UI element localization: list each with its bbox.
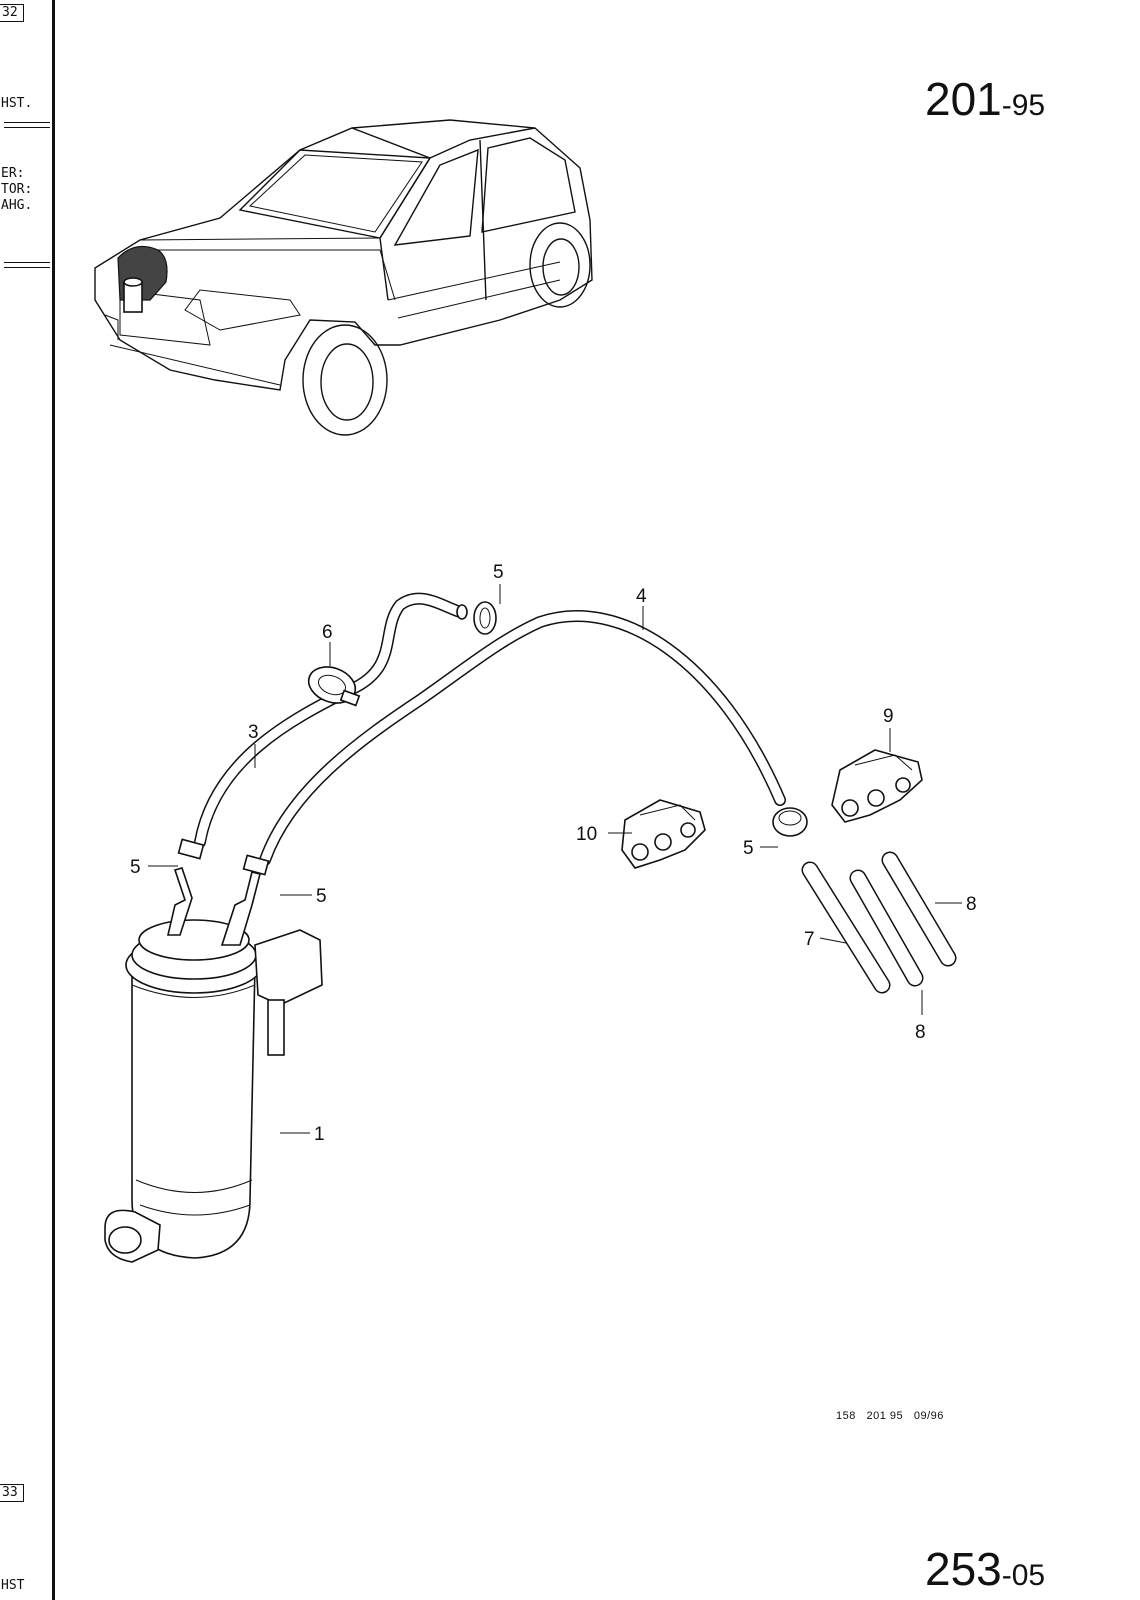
hose-4 xyxy=(259,610,786,866)
callout-10: 10 xyxy=(576,824,597,845)
margin-double-rule xyxy=(4,262,50,268)
clip-5-left xyxy=(177,838,205,860)
footer-reference: 158 201 95 09/96 xyxy=(836,1410,944,1422)
callout-5-mid: 5 xyxy=(743,838,754,859)
hose-3 xyxy=(194,592,468,848)
tube-7 xyxy=(801,861,891,994)
margin-rule xyxy=(52,0,55,1600)
callout-9: 9 xyxy=(883,706,894,727)
callout-5-top: 5 xyxy=(493,562,504,583)
margin-header-line-1: ER: xyxy=(1,166,25,181)
margin-top-label: HST. xyxy=(1,96,33,111)
callout-1: 1 xyxy=(314,1124,325,1145)
leader-lines xyxy=(148,584,962,1134)
car-illustration xyxy=(94,119,593,436)
tube-8-right xyxy=(881,851,957,967)
holder-10 xyxy=(621,799,706,869)
callout-7: 7 xyxy=(804,929,815,950)
footer-code-suffix: -05 xyxy=(1001,1559,1046,1592)
callout-numbers: 1 3 4 5 5 5 5 6 7 8 8 9 10 xyxy=(130,562,977,1145)
page-code: 201-95 xyxy=(925,72,1045,126)
page-code-main: 201 xyxy=(925,73,1002,125)
margin-bottom-label: HST xyxy=(1,1578,25,1593)
margin-bottom-box: 33 xyxy=(0,1484,24,1502)
page-code-suffix: -95 xyxy=(1001,89,1046,122)
clip-5-mid xyxy=(772,807,808,837)
callout-3: 3 xyxy=(248,722,259,743)
margin-double-rule xyxy=(4,122,50,128)
callout-8-right: 8 xyxy=(966,894,977,915)
footer-code-main: 253 xyxy=(925,1543,1002,1595)
callout-4: 4 xyxy=(636,586,647,607)
margin-header-line-3: AHG. xyxy=(1,198,33,213)
clamp-6 xyxy=(307,666,361,707)
margin-header-line-2: TOR: xyxy=(1,182,33,197)
tube-8-middle xyxy=(849,869,924,987)
callout-8-bottom: 8 xyxy=(915,1022,926,1043)
margin-top-box: 32 xyxy=(0,4,24,22)
margin-index-strip: 32 HST. ER: TOR: AHG. 33 HST xyxy=(0,0,58,1600)
callout-6: 6 xyxy=(322,622,333,643)
callout-5-left: 5 xyxy=(130,857,141,878)
callout-5-right: 5 xyxy=(316,886,327,907)
washer-reservoir-pump xyxy=(104,867,323,1263)
footer-page-code: 253-05 xyxy=(925,1542,1045,1596)
clip-5-right xyxy=(242,854,270,876)
clip-5-top xyxy=(473,601,497,635)
holder-9 xyxy=(831,749,923,823)
